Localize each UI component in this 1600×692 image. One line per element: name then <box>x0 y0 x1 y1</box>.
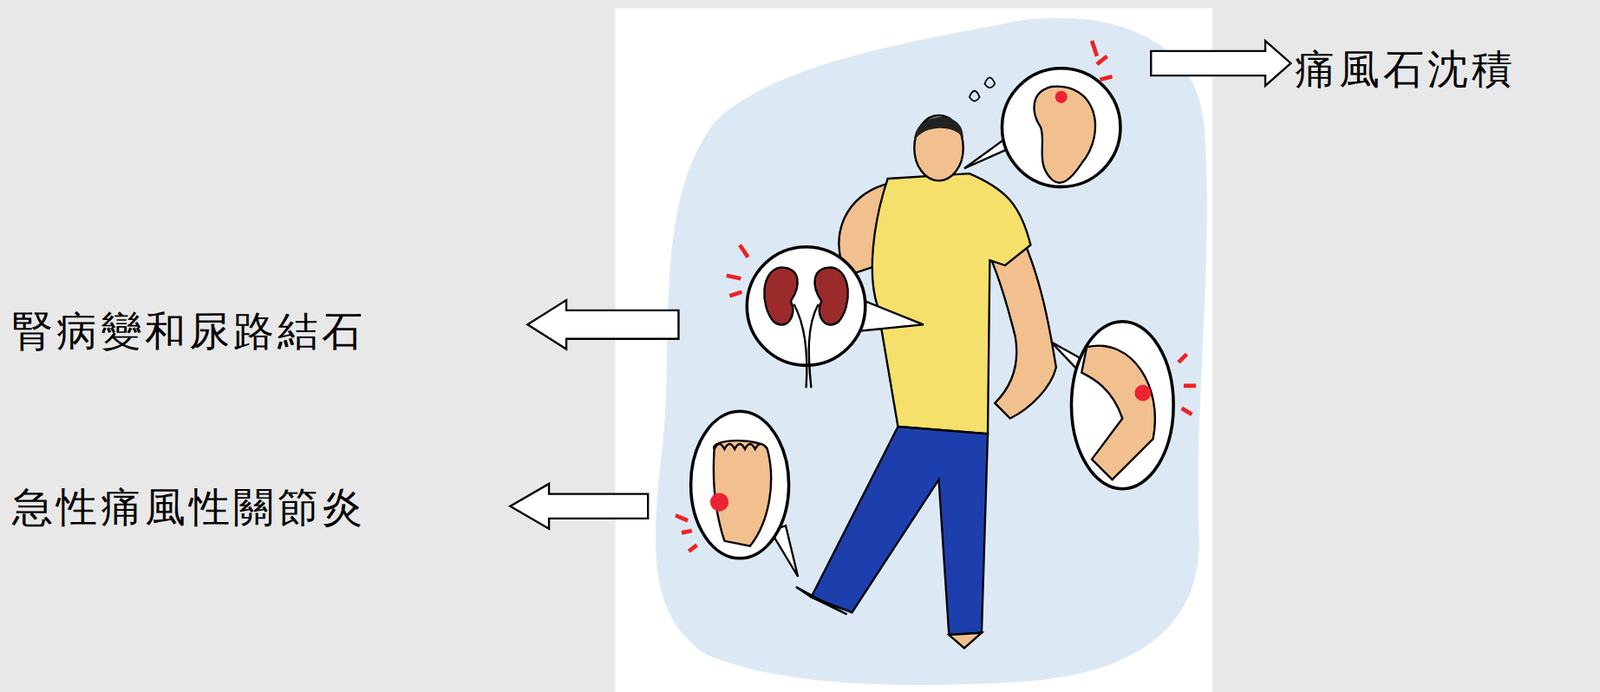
symptom-label: 急性痛風性關節炎 <box>12 483 366 532</box>
symptom-label: 痛風石沈積 <box>1294 45 1516 94</box>
head <box>914 115 963 181</box>
hollow-arrow <box>1150 40 1291 86</box>
symptom-label: 腎病變和尿路結石 <box>12 306 366 356</box>
shirt <box>872 173 1032 434</box>
ear-callout <box>1001 68 1120 188</box>
hollow-arrow <box>509 483 648 529</box>
pants <box>810 426 988 635</box>
picture-panel <box>615 7 1213 692</box>
elbow-callout <box>1071 321 1174 490</box>
foot-callout <box>691 411 790 558</box>
hollow-arrow <box>527 300 679 349</box>
blue-blob <box>655 18 1208 686</box>
